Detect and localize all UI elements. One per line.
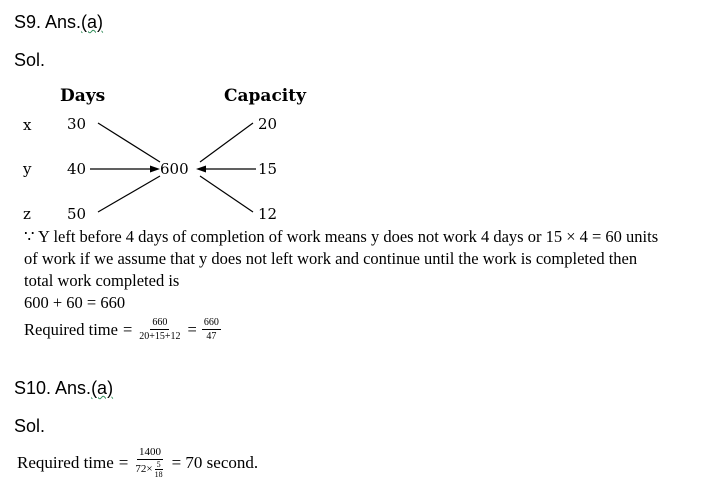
s9-fraction-2-numerator: 660 — [201, 317, 221, 330]
arrowhead-center-15 — [196, 165, 206, 173]
s10-inner-denominator: 18 — [154, 470, 163, 479]
s9-fraction-1-denominator: 20+15+12 — [139, 331, 181, 342]
days-capacity-diagram: Days Capacity x y z 30 40 50 600 20 15 1… — [20, 84, 320, 224]
s10-fraction: 1400 72× 5 18 — [133, 446, 166, 479]
connector-z-center — [97, 175, 161, 213]
s9-equals-2: = — [187, 319, 197, 339]
s9-heading: S9. Ans.(a) — [14, 12, 103, 33]
s10-fraction-numerator: 1400 — [136, 446, 163, 460]
s9-sol-label: Sol. — [14, 50, 46, 70]
s10-result: = 70 second. — [171, 452, 259, 472]
capacity-header: Capacity — [224, 86, 306, 106]
s9-fraction-2-denominator: 47 — [206, 331, 217, 342]
s10-answer: (a) — [91, 378, 114, 398]
s9-fraction-2: 660 47 — [201, 316, 221, 343]
explanation-line-3: total work completed is — [24, 271, 180, 290]
s10-sol-label: Sol. — [14, 416, 46, 436]
explanation-line-1: ∵ Y left before 4 days of completion of … — [24, 227, 659, 246]
days-x: 30 — [67, 115, 87, 133]
days-z: 50 — [67, 205, 87, 223]
connector-center-12 — [199, 175, 254, 213]
row-label-z: z — [23, 205, 31, 223]
days-y: 40 — [67, 160, 87, 178]
arrowhead-y-center — [150, 165, 160, 173]
s9-fraction-1-numerator: 660 — [150, 317, 170, 330]
s9-heading-text: S9. Ans. — [14, 12, 82, 32]
s9-answer: (a) — [81, 12, 104, 32]
explanation-line-2: of work if we assume that y does not lef… — [24, 249, 638, 268]
row-label-x: x — [23, 116, 32, 134]
s10-fraction-denominator: 72× 5 18 — [133, 460, 166, 479]
capacity-z: 12 — [258, 205, 278, 223]
explanation-line-4: 600 + 60 = 660 — [24, 293, 126, 312]
row-label-y: y — [23, 160, 32, 178]
s10-heading-text: S10. Ans. — [14, 378, 92, 398]
days-header: Days — [60, 86, 106, 106]
s9-explanation: ∵ Y left before 4 days of completion of … — [24, 226, 658, 314]
s10-inner-numerator: 5 — [154, 460, 163, 470]
connector-x-center — [97, 122, 161, 163]
diagram-connector-lines — [90, 122, 256, 213]
s10-required-time-label: Required time — [17, 452, 114, 472]
s10-denominator-prefix: 72× — [135, 463, 153, 475]
capacity-y: 15 — [258, 160, 278, 178]
s10-inner-fraction: 5 18 — [153, 460, 165, 479]
connector-center-20 — [199, 122, 254, 163]
capacity-x: 20 — [258, 115, 278, 133]
s9-fraction-1: 660 20+15+12 — [137, 316, 182, 343]
center-value: 600 — [160, 160, 189, 178]
s10-required-time-equation: Required time = 1400 72× 5 18 = 70 secon… — [17, 446, 258, 479]
s9-equals-1: = — [122, 319, 133, 339]
s9-required-time-label: Required time — [24, 319, 118, 339]
s10-equals: = — [118, 452, 129, 472]
s9-required-time-equation: Required time = 660 20+15+12 = 660 47 — [24, 316, 221, 343]
s10-heading: S10. Ans.(a) — [14, 378, 113, 399]
